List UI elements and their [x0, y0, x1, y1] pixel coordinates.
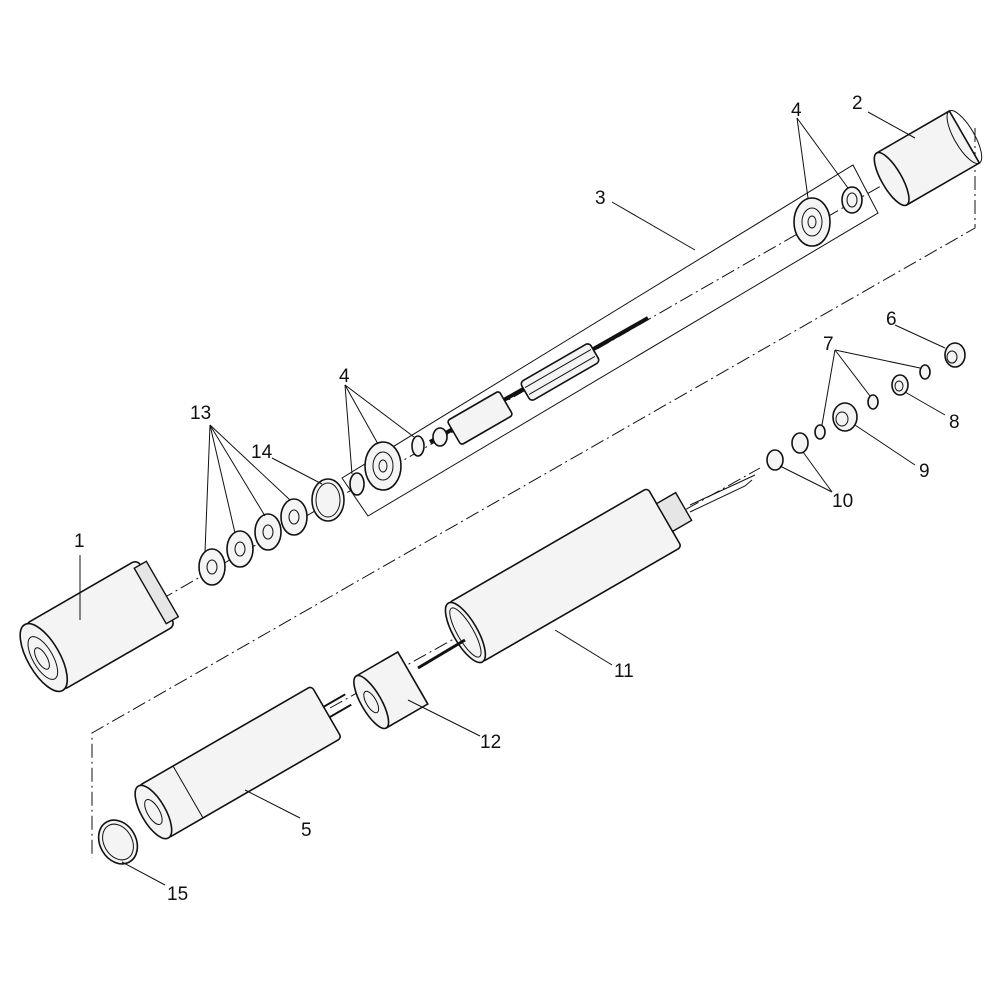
- label-part-15: 15: [167, 884, 188, 905]
- part-14-ring: [311, 478, 345, 522]
- assembly-boundary-line: [91, 128, 976, 858]
- label-part-6: 6: [886, 309, 897, 330]
- part-11-rod: [417, 638, 466, 670]
- part-2-sleeve: [873, 109, 983, 207]
- part-1-housing: [19, 560, 180, 693]
- label-part-12: 12: [480, 732, 501, 753]
- part-6-nut: [944, 342, 966, 368]
- label-part-5: 5: [301, 820, 312, 841]
- label-part-11: 11: [614, 661, 634, 682]
- leader-lines: [79, 111, 946, 886]
- part-3-rotor-shaft: [429, 316, 649, 447]
- part-5-motor: [134, 686, 352, 840]
- label-part-1: 1: [74, 531, 85, 552]
- label-part-4-left: 4: [339, 366, 350, 387]
- label-part-2: 2: [852, 93, 863, 114]
- part-7-rings: [814, 364, 931, 440]
- part-8-bushing: [891, 374, 909, 396]
- part-3-assembly-outline: [341, 164, 879, 517]
- part-4-bearings: [349, 186, 863, 496]
- label-part-8: 8: [949, 412, 960, 433]
- part-9-nut: [832, 402, 858, 432]
- label-part-4-right: 4: [791, 100, 802, 121]
- part-10-couplings: [766, 432, 809, 471]
- label-part-3: 3: [595, 188, 606, 209]
- part-15-o-ring: [97, 819, 139, 865]
- part-13-washers: [198, 498, 308, 586]
- part-12-connector: [353, 650, 429, 730]
- label-part-13: 13: [190, 403, 211, 424]
- label-part-10: 10: [832, 491, 853, 512]
- label-part-14: 14: [251, 442, 273, 463]
- label-part-7: 7: [823, 334, 834, 355]
- part-11-tube: [444, 488, 693, 664]
- cable-wires: [689, 474, 756, 513]
- label-part-9: 9: [919, 461, 930, 482]
